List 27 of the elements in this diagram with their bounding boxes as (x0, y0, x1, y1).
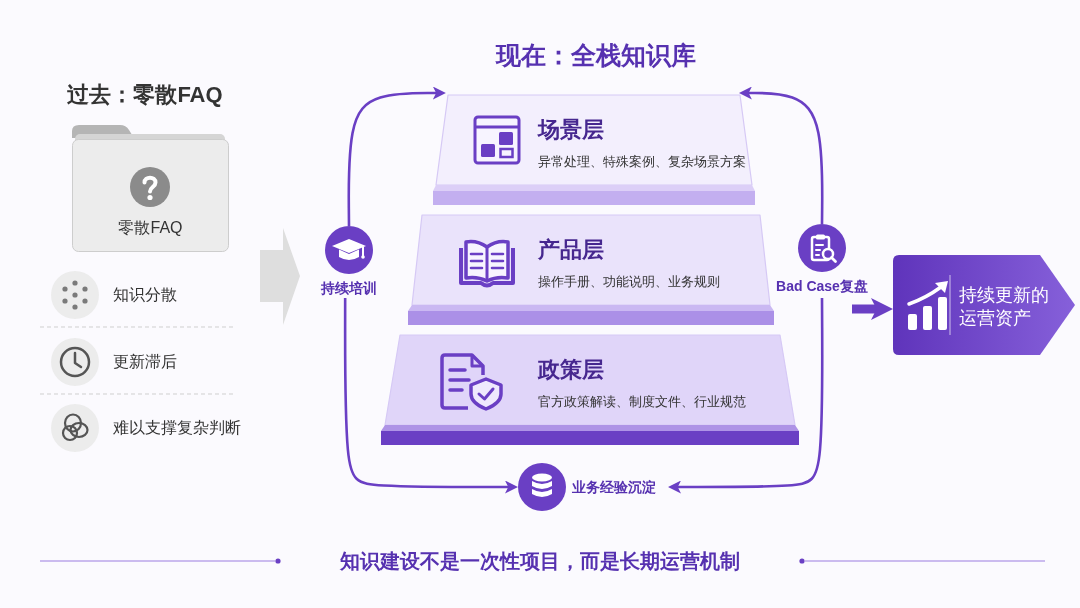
layer-title: 场景层 (538, 117, 605, 143)
curved-arrow (347, 86, 446, 226)
curved-arrow (343, 298, 518, 494)
summary-caption: 知识建设不是一次性项目，而是长期运营机制 (339, 549, 741, 574)
layer-platform (433, 93, 755, 205)
layer-title: 政策层 (538, 357, 605, 383)
layer-platform (408, 213, 774, 325)
step-label: Bad Case复盘 (775, 277, 869, 295)
issue-text: 知识分散 (113, 285, 178, 305)
step-label: 持续培训 (320, 279, 378, 297)
arrow (852, 298, 893, 320)
folder-label: 零散FAQ (117, 218, 184, 238)
layer-description: 官方政策解读、制度文件、行业规范 (538, 394, 747, 410)
section-heading: 现在：全栈知识库 (494, 40, 697, 70)
issue-text: 更新滞后 (113, 352, 178, 372)
step-label: 业务经验沉淀 (572, 478, 657, 496)
issue-text: 难以支撑复杂判断 (113, 418, 242, 438)
layer-description: 异常处理、特殊案例、复杂场景方案 (538, 154, 747, 170)
curved-arrow (738, 86, 824, 224)
folder-card (72, 124, 229, 252)
curved-arrow (668, 298, 824, 494)
layer-title: 产品层 (538, 237, 605, 263)
layer-platform (381, 333, 799, 445)
section-heading: 过去：零散FAQ (66, 82, 224, 108)
layer-description: 操作手册、功能说明、业务规则 (538, 274, 721, 290)
banner-text: 持续更新的运营资产 (959, 284, 1050, 330)
result-banner (893, 255, 1075, 355)
